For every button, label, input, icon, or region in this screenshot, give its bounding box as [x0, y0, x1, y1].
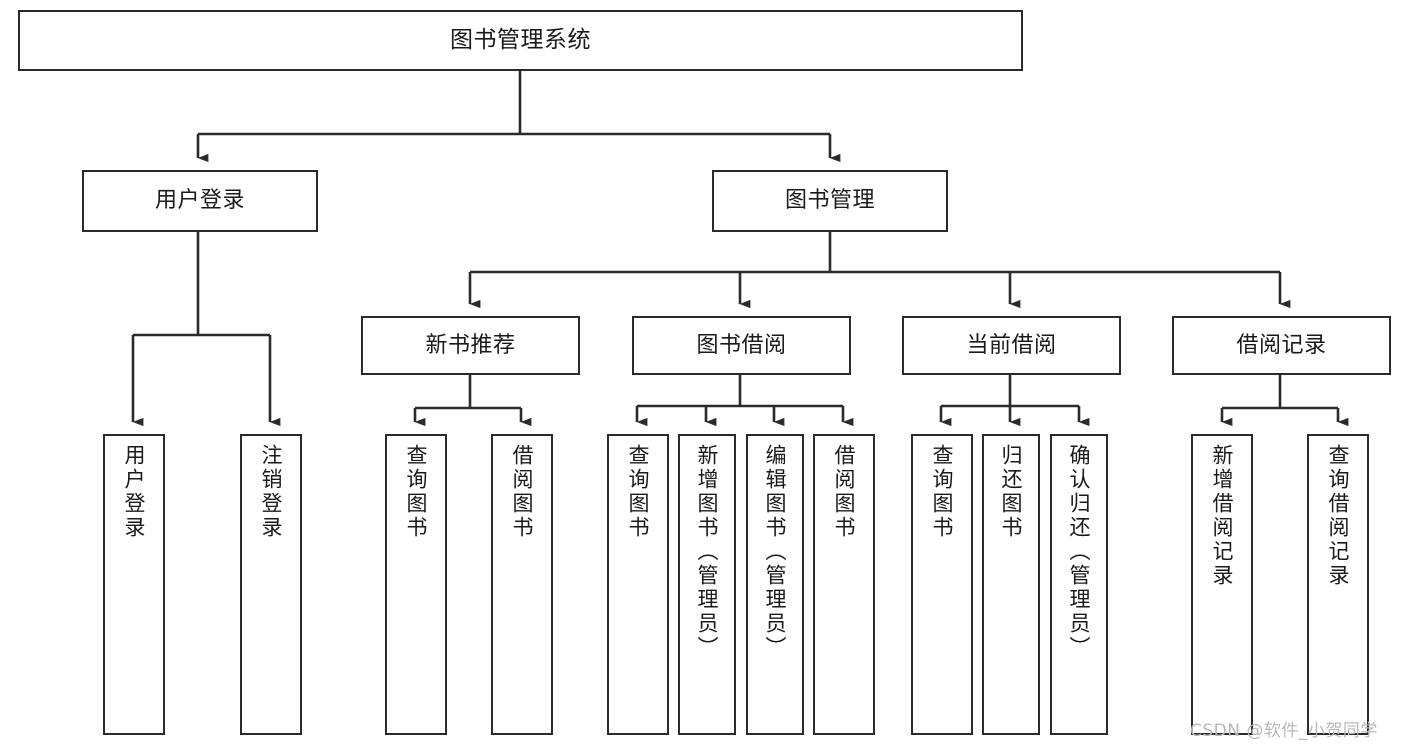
node-label: 用户登录 — [154, 188, 245, 214]
leaf-user-login-logout[interactable]: 注销登录 — [240, 434, 302, 735]
leaf-recommend-borrow-book[interactable]: 借阅图书 — [491, 434, 553, 735]
leaf-current-return-book[interactable]: 归还图书 — [982, 434, 1040, 735]
node-label: 注销登录 — [259, 444, 284, 540]
node-label: 编辑图书（管理员） — [763, 444, 788, 660]
leaf-borrow-query-book[interactable]: 查询图书 — [607, 434, 669, 735]
leaf-record-add-borrow-record[interactable]: 新增借阅记录 — [1191, 434, 1253, 735]
node-label: 查询图书 — [626, 444, 651, 540]
node-label: 借阅图书 — [832, 444, 857, 540]
node-current-borrow[interactable]: 当前借阅 — [902, 316, 1121, 375]
node-borrow-record[interactable]: 借阅记录 — [1172, 316, 1391, 375]
leaf-record-query-borrow-record[interactable]: 查询借阅记录 — [1307, 434, 1369, 735]
node-label: 新书推荐 — [425, 332, 516, 358]
node-book-borrow[interactable]: 图书借阅 — [632, 316, 851, 375]
leaf-user-login-login[interactable]: 用户登录 — [103, 434, 165, 735]
leaf-recommend-query-book[interactable]: 查询图书 — [385, 434, 447, 735]
node-label: 图书借阅 — [696, 332, 787, 358]
node-label: 图书管理系统 — [450, 26, 591, 53]
node-label: 用户登录 — [122, 444, 147, 540]
node-label: 新增图书（管理员） — [695, 444, 720, 660]
node-root-library-system[interactable]: 图书管理系统 — [18, 10, 1023, 71]
node-book-management[interactable]: 图书管理 — [712, 170, 948, 232]
csdn-watermark: CSDN @软件_小贺同学 — [1190, 721, 1378, 741]
node-label: 查询借阅记录 — [1326, 444, 1351, 588]
node-new-book-recommend[interactable]: 新书推荐 — [361, 316, 580, 375]
node-label: 借阅记录 — [1236, 332, 1327, 358]
node-label: 查询图书 — [404, 444, 429, 540]
leaf-borrow-add-book-admin[interactable]: 新增图书（管理员） — [678, 434, 736, 735]
node-label: 确认归还（管理员） — [1067, 444, 1092, 660]
node-label: 借阅图书 — [510, 444, 535, 540]
leaf-current-query-book[interactable]: 查询图书 — [911, 434, 973, 735]
node-user-login[interactable]: 用户登录 — [82, 170, 318, 232]
node-label: 当前借阅 — [966, 332, 1057, 358]
node-label: 图书管理 — [784, 188, 875, 214]
leaf-borrow-edit-book-admin[interactable]: 编辑图书（管理员） — [746, 434, 804, 735]
node-label: 新增借阅记录 — [1210, 444, 1235, 588]
leaf-borrow-borrow-book[interactable]: 借阅图书 — [813, 434, 875, 735]
leaf-current-confirm-return-admin[interactable]: 确认归还（管理员） — [1050, 434, 1108, 735]
node-label: 归还图书 — [999, 444, 1024, 540]
node-label: 查询图书 — [930, 444, 955, 540]
